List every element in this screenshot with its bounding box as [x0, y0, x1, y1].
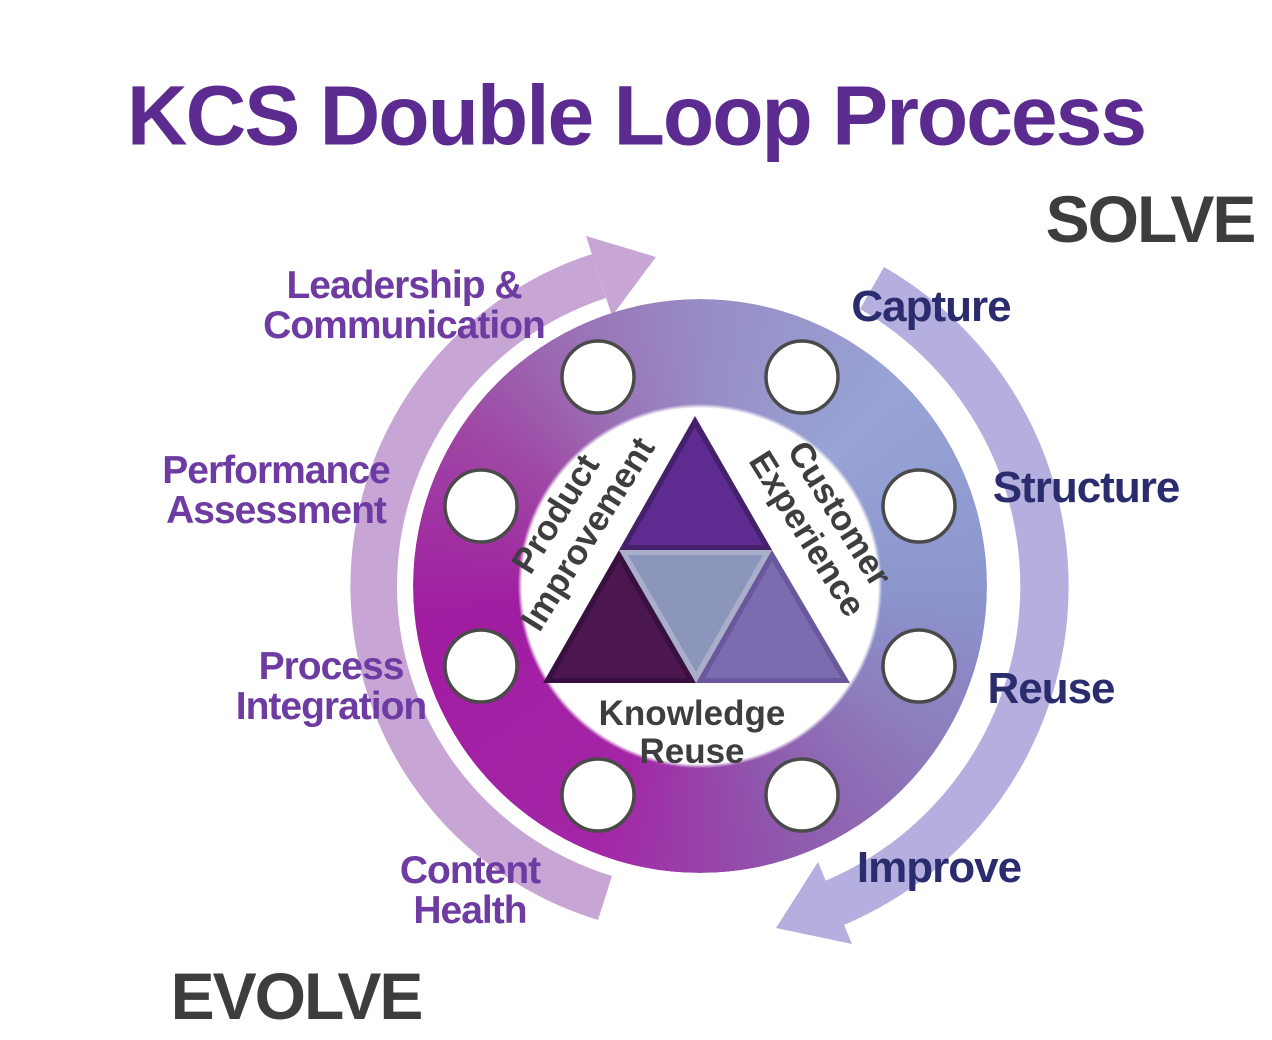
step-label-improve: Improve: [856, 843, 1022, 892]
triangle-label-knowledge-reuse: Knowledge Reuse: [599, 695, 786, 771]
practice-label-leadership: Leadership & Communication: [263, 264, 546, 347]
practice-label-line: Assessment: [166, 489, 387, 532]
practice-label-performance: Performance Assessment: [162, 449, 390, 532]
triangle-label-line: Knowledge: [598, 694, 786, 734]
step-label-capture: Capture: [851, 282, 1011, 331]
step-label-reuse: Reuse: [987, 664, 1115, 713]
practice-label-line: Integration: [235, 685, 427, 728]
practice-label-process: Process Integration: [236, 647, 427, 727]
practice-label-line: Performance: [162, 449, 390, 493]
step-label-structure: Structure: [992, 463, 1181, 512]
practice-label-line: Content: [399, 849, 541, 893]
triangle-label-line: Reuse: [639, 732, 745, 771]
practice-label-line: Communication: [263, 304, 546, 347]
practice-label-line: Health: [413, 889, 527, 932]
evolve-phase-label: EVOLVE: [170, 959, 424, 1033]
practice-label-content: Content Health: [399, 849, 541, 932]
practice-label-line: Process: [258, 645, 405, 689]
practice-label-line: Leadership &: [286, 264, 522, 308]
page-title: KCS Double Loop Process: [126, 68, 1147, 163]
outer-loop-arrowhead-bottom-icon: [776, 862, 852, 944]
solve-phase-label: SOLVE: [1045, 182, 1257, 256]
